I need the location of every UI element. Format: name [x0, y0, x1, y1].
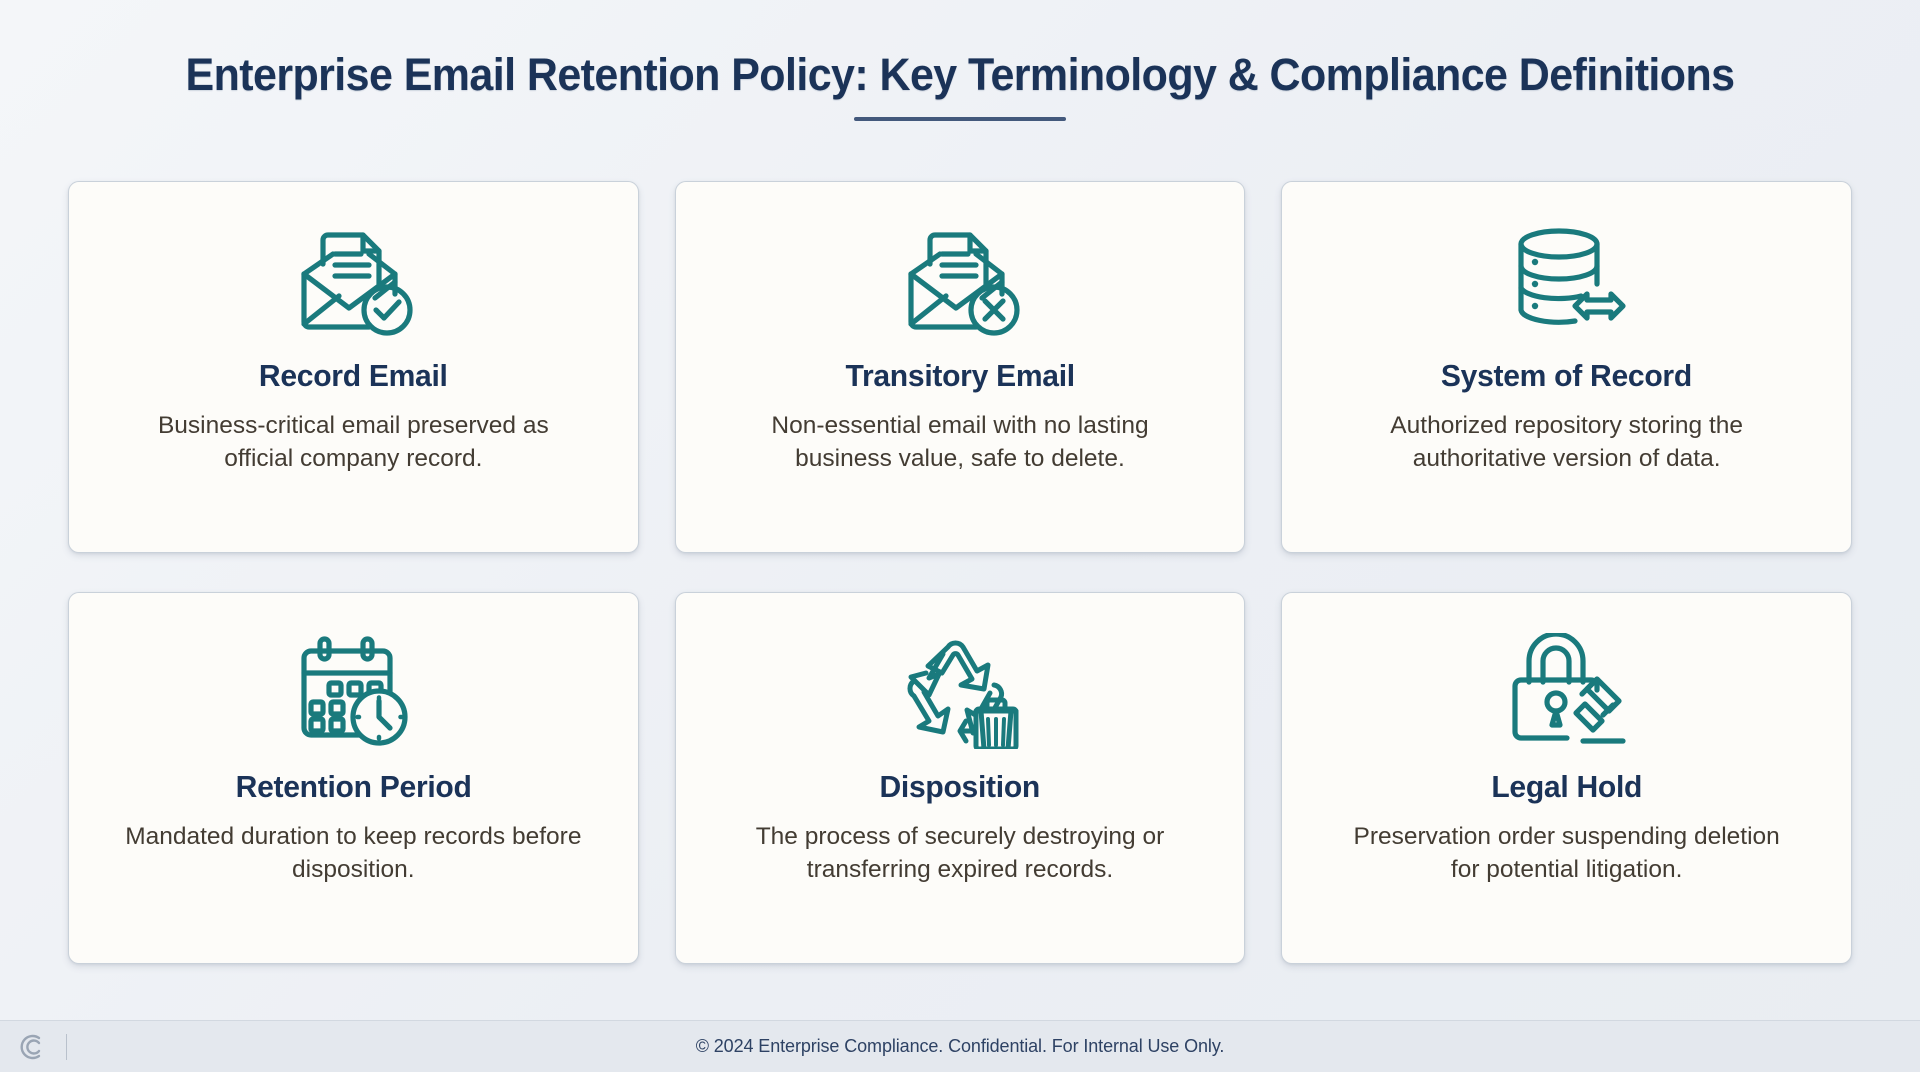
card-description: The process of securely destroying or tr… [755, 823, 1165, 883]
card-description: Mandated duration to keep records before… [125, 823, 582, 883]
envelope-document-cross-icon [898, 220, 1022, 340]
definition-card-system-of-record[interactable]: System of Record Authorized repository s… [1281, 181, 1852, 553]
card-title: Disposition [879, 769, 1041, 804]
definition-card-legal-hold[interactable]: Legal Hold Preservation order suspending… [1281, 592, 1852, 964]
card-title: Record Email [258, 358, 448, 393]
card-title: Transitory Email [845, 358, 1075, 393]
card-title: Legal Hold [1491, 769, 1643, 804]
recycle-trash-icon [898, 631, 1022, 751]
footer-divider [66, 1033, 67, 1060]
definition-card-grid: Record Email Business-critical email pre… [68, 181, 1852, 964]
card-title: System of Record [1441, 358, 1693, 393]
slide-header: Enterprise Email Retention Policy: Key T… [0, 0, 1920, 122]
definition-card-transitory-email[interactable]: Transitory Email Non-essential email wit… [674, 181, 1246, 553]
title-underline-rule [854, 117, 1066, 122]
definition-card-disposition[interactable]: Disposition The process of securely dest… [674, 592, 1246, 964]
database-transfer-icon [1505, 220, 1629, 340]
calendar-clock-icon [291, 631, 415, 751]
footer-logo-group [14, 1030, 67, 1064]
lock-gavel-icon [1505, 631, 1629, 751]
card-description: Non-essential email with no lasting busi… [771, 412, 1149, 472]
card-description: Business-critical email preserved as off… [157, 412, 549, 472]
card-title: Retention Period [235, 769, 472, 804]
footer-copyright-text: © 2024 Enterprise Compliance. Confidenti… [695, 1036, 1225, 1056]
envelope-document-check-icon [291, 220, 415, 340]
card-description: Preservation order suspending deletion f… [1353, 823, 1780, 883]
card-description: Authorized repository storing the author… [1390, 412, 1744, 472]
definition-card-record-email[interactable]: Record Email Business-critical email pre… [68, 181, 639, 553]
definition-card-retention-period[interactable]: Retention Period Mandated duration to ke… [68, 592, 639, 964]
page-title: Enterprise Email Retention Policy: Key T… [185, 49, 1735, 100]
c-monogram-logo [20, 1034, 41, 1059]
slide-footer: © 2024 Enterprise Compliance. Confidenti… [0, 1020, 1920, 1072]
